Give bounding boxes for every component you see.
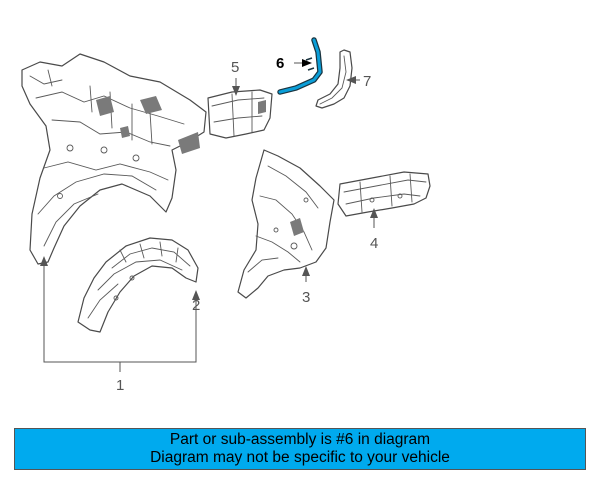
banner-line-1: Part or sub-assembly is #6 in diagram [169, 431, 431, 448]
part-6-trim-highlighted [277, 37, 323, 95]
callout-3: 3 [302, 289, 310, 306]
info-banner: Part or sub-assembly is #6 in diagram Di… [14, 428, 586, 470]
callout-7: 7 [363, 73, 371, 90]
part-2-wheelhouse-outer [77, 237, 199, 333]
callout-arrowheads [40, 59, 378, 300]
part-1-quarter-inner-panel [21, 53, 207, 265]
callout-4: 4 [370, 235, 378, 252]
part-4-rear-rail [337, 171, 431, 217]
part-7-trim-strip [315, 49, 353, 109]
callout-2: 2 [192, 297, 200, 314]
callout-5: 5 [231, 59, 239, 76]
parts-diagram: 1 2 3 4 5 6 7 [21, 37, 431, 394]
callout-6: 6 [276, 55, 284, 72]
part-6-highlight [278, 38, 322, 94]
part-5-bracket [207, 89, 273, 139]
banner-line-2: Diagram may not be specific to your vehi… [150, 449, 450, 466]
part-3-pillar-reinforcement [237, 149, 335, 299]
callout-1: 1 [116, 377, 124, 394]
